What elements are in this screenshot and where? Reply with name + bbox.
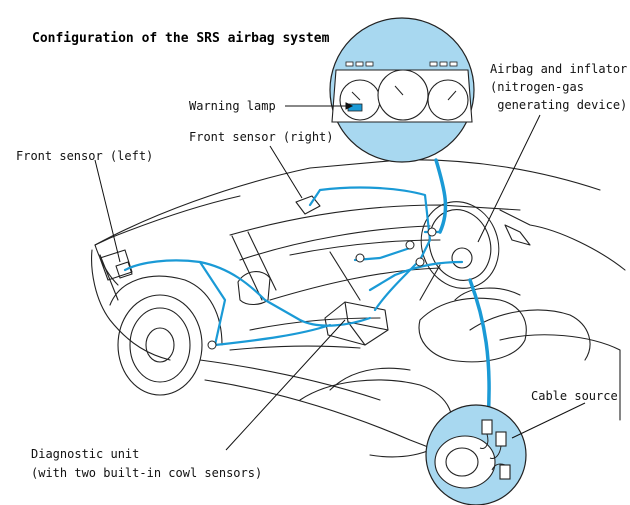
- label-diagnostic-line2: (with two built-in cowl sensors): [31, 466, 263, 480]
- label-front-sensor-left: Front sensor (left): [16, 149, 154, 163]
- instrument-cluster-callout: [329, 17, 475, 163]
- cable-source-callout: [425, 404, 527, 505]
- connectors: [207, 227, 437, 350]
- leader-lines: [94, 102, 586, 451]
- label-airbag-line1: Airbag and inflator: [490, 62, 628, 76]
- label-cable-source: Cable source: [531, 389, 618, 403]
- car-body: [91, 159, 626, 481]
- wiring-harness: [123, 158, 491, 422]
- label-airbag-line2: (nitrogen-gas: [490, 80, 584, 94]
- diagram-title: Configuration of the SRS airbag system: [32, 31, 330, 46]
- label-airbag-line3: generating device): [490, 98, 628, 112]
- label-diagnostic-line1: Diagnostic unit: [31, 447, 140, 461]
- label-front-sensor-right: Front sensor (right): [189, 130, 334, 144]
- label-warning-lamp: Warning lamp: [189, 99, 276, 113]
